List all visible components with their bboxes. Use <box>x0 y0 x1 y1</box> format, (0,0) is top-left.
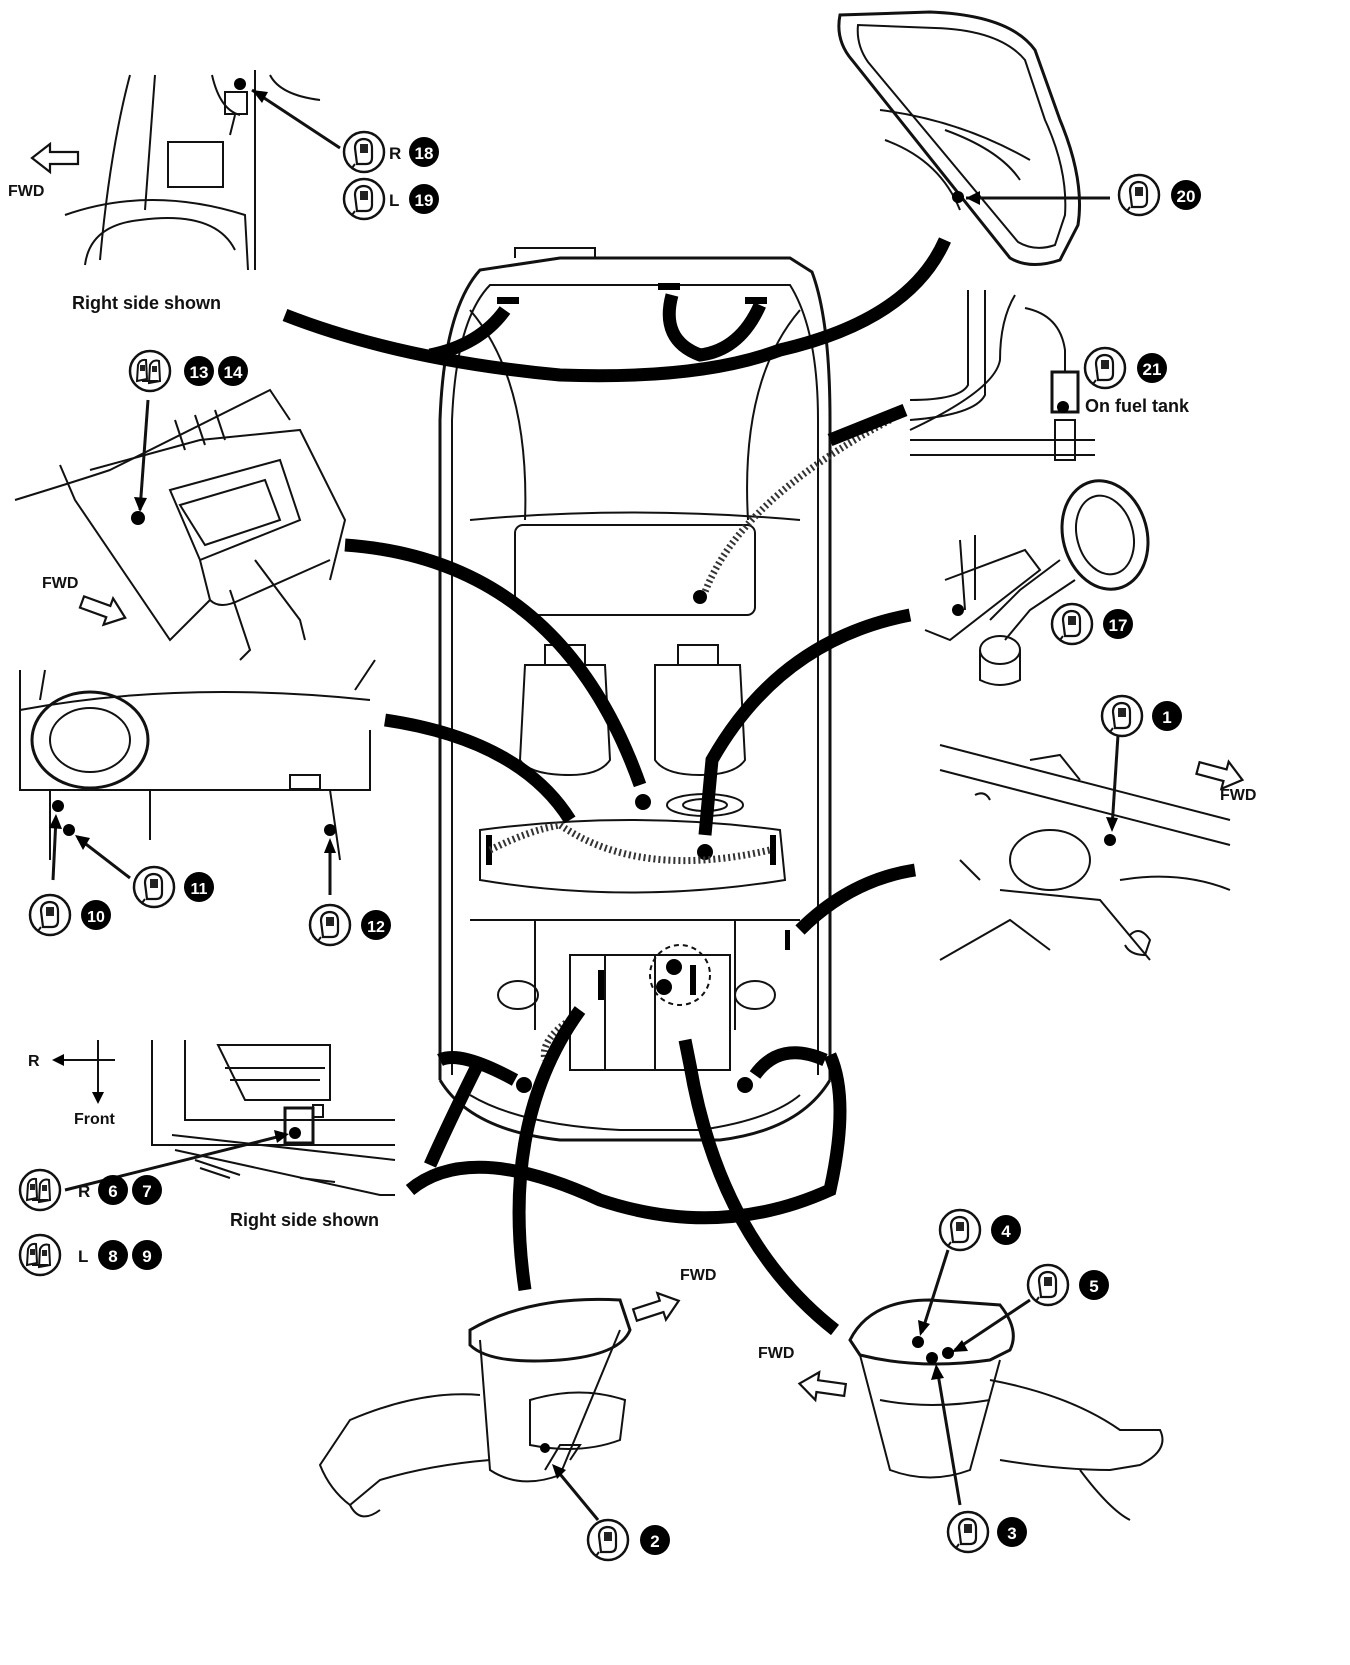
svg-text:R: R <box>78 1182 90 1201</box>
fwd-label: FWD <box>758 1345 794 1362</box>
connector-icon-3 <box>946 1510 990 1554</box>
fwd-label: FWD <box>42 575 78 592</box>
connector-icon-19 <box>342 177 386 221</box>
connector-number-4: 4 <box>1001 1222 1011 1241</box>
fwd-label: FWD <box>1220 787 1256 804</box>
connector-number-20: 20 <box>1177 187 1196 206</box>
panel-pillar-18-19: FWD Right side shown R 18 L 19 <box>8 70 439 313</box>
connector-number-3: 3 <box>1007 1524 1016 1543</box>
panel-engine-bay-1: 1 FWD <box>939 694 1256 961</box>
connector-number-5: 5 <box>1089 1277 1098 1296</box>
connector-number-19: 19 <box>415 191 434 210</box>
connector-number-18: 18 <box>415 144 434 163</box>
connector-number-17: 17 <box>1109 616 1128 635</box>
connector-icon-5 <box>1026 1263 1070 1307</box>
connector-number-6: 6 <box>108 1182 117 1201</box>
connector-icon-1 <box>1100 694 1144 738</box>
panel-sill-6-9: R Front Right side shown R 6 7 L 8 9 <box>18 1040 396 1277</box>
panel-fuel-tank-21: 21 On fuel tank <box>909 290 1190 461</box>
right-side-shown-label: Right side shown <box>72 293 221 313</box>
connector-number-10: 10 <box>87 909 105 926</box>
connector-number-9: 9 <box>142 1247 151 1266</box>
connector-number-21: 21 <box>1143 360 1162 379</box>
connector-icon-21 <box>1083 346 1127 390</box>
front-direction-label: Front <box>74 1111 116 1128</box>
panel-steering-17: 17 <box>924 479 1150 686</box>
connector-icon-20 <box>1117 173 1161 217</box>
fwd-label: FWD <box>8 183 44 200</box>
connector-number-12: 12 <box>367 919 385 936</box>
connector-number-1: 1 <box>1162 708 1171 727</box>
svg-text:R: R <box>389 144 401 163</box>
connector-icon-13-14 <box>128 349 172 393</box>
panel-trunk-lid-20: 20 <box>837 10 1201 266</box>
vehicle-connector-dots <box>516 590 753 1093</box>
right-side-shown-label: Right side shown <box>230 1210 379 1230</box>
connector-icon-2 <box>586 1518 630 1562</box>
connector-icon-17 <box>1050 602 1094 646</box>
callout-leaders <box>282 237 951 1336</box>
connector-icon-6-7 <box>18 1168 62 1212</box>
connector-number-7: 7 <box>142 1182 151 1201</box>
on-fuel-tank-label: On fuel tank <box>1085 396 1190 416</box>
connector-icon-4 <box>938 1208 982 1252</box>
panel-left-strut-2: 2 FWD <box>318 1267 716 1562</box>
svg-text:L: L <box>78 1247 88 1266</box>
connector-icon-12 <box>308 903 352 947</box>
r-direction-label: R <box>28 1053 40 1070</box>
connector-number-11: 11 <box>191 881 208 898</box>
connector-number-13: 13 <box>190 363 209 382</box>
connector-icon-11 <box>132 865 176 909</box>
connector-icon-18 <box>342 130 386 174</box>
connector-number-14: 14 <box>224 363 243 382</box>
vehicle-body-outline <box>438 247 832 1142</box>
panel-console-13-14: 13 14 FWD <box>14 349 347 661</box>
panel-right-strut-3-4-5: 4 5 3 FWD <box>758 1208 1164 1554</box>
connector-icon-10 <box>28 893 72 937</box>
connector-number-2: 2 <box>650 1532 659 1551</box>
panel-dashboard-10-11-12: 10 11 12 <box>19 659 391 947</box>
connector-icon-8-9 <box>18 1233 62 1277</box>
fwd-label: FWD <box>680 1267 716 1284</box>
svg-text:L: L <box>389 191 399 210</box>
connector-number-8: 8 <box>108 1247 117 1266</box>
